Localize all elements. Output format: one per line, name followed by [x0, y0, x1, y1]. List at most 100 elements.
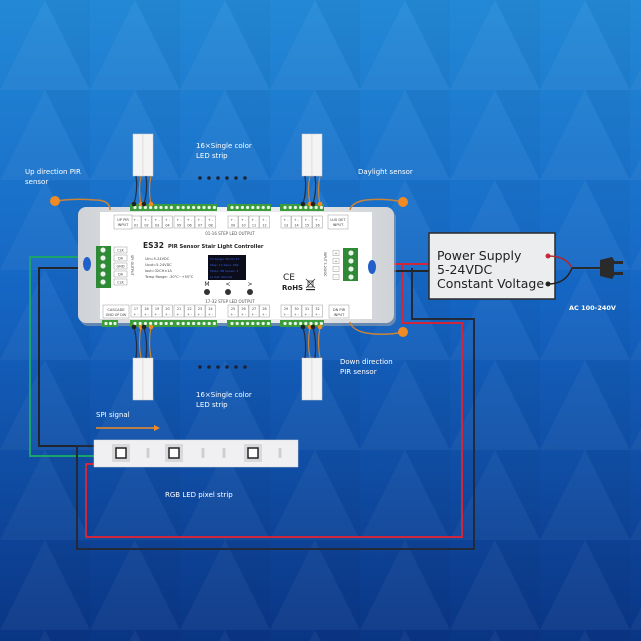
terminal-screw: [149, 205, 153, 210]
bottom-channel-polarity: + -: [133, 313, 139, 317]
power-pin-label: +: [334, 259, 337, 263]
strip-cable: [307, 175, 311, 205]
bottom-channel-box: [184, 304, 195, 318]
terminal-screw: [256, 321, 260, 326]
spec-line-2: Uout=5-24VDC: [145, 263, 172, 267]
top-channel-number: 04: [165, 224, 169, 228]
down-pir-label-2: PIR sensor: [340, 368, 377, 376]
bottom-channel-labels: 17+ -18+ -19+ -20+ -21+ -22+ -23+ -24+ -…: [130, 304, 323, 318]
bottom-channel-box: [227, 304, 239, 318]
dn-pir-input-box: [328, 304, 350, 319]
bottom-channel-number: 24: [208, 307, 212, 311]
up-pir-input-line-2: INPUT: [118, 223, 130, 227]
button-m[interactable]: [204, 289, 210, 295]
top-channel-box: [227, 215, 239, 229]
terminal-screw: [299, 205, 303, 210]
bottom-channel-box: [312, 304, 323, 318]
terminal-screw: [164, 205, 168, 210]
down-pir-label-1: Down direction: [340, 358, 393, 366]
bottom-channel-box: [194, 304, 206, 318]
terminal-screw: [143, 321, 147, 326]
strip-cable: [138, 326, 142, 359]
more-strips-dots-bottom: [198, 365, 247, 369]
power-terminal-screw: [348, 274, 355, 281]
terminal-screw: [283, 205, 287, 210]
cable-end-orange: [317, 324, 323, 330]
bottom-channel-polarity: + -: [304, 313, 310, 317]
top-channel-number: 15: [305, 224, 309, 228]
terminal-screw: [197, 321, 201, 326]
single-color-led-strip: [142, 357, 154, 401]
top-channel-box: [173, 215, 185, 229]
cable-end-black: [131, 201, 137, 207]
strip-cable: [312, 326, 317, 359]
ellipsis-dot: [198, 176, 202, 180]
top-channel-number: 05: [177, 224, 181, 228]
cable-end-black: [300, 201, 306, 207]
bottom-channel-number: 19: [155, 307, 159, 311]
spi-terminal-screw: [99, 246, 106, 253]
top-strip-label-1: 16×Single color: [196, 142, 252, 150]
bottom-channel-box: [141, 304, 152, 318]
bottom-channel-number: 27: [252, 307, 256, 311]
ac-plug-icon: [600, 257, 623, 279]
resistor: [201, 448, 205, 458]
ellipsis-dot: [216, 365, 220, 369]
power-side-label: INPUT 5-24VDC: [323, 252, 327, 277]
top-channel-number: 11: [252, 224, 256, 228]
strip-cable: [143, 175, 148, 205]
bottom-channel-polarity: + -: [176, 313, 182, 317]
ellipsis-dot: [198, 365, 202, 369]
button-prev[interactable]: [225, 289, 231, 295]
strip-cable: [148, 326, 152, 359]
top-channel-number: 16: [315, 224, 319, 228]
bottom-channel-polarity: + -: [283, 313, 289, 317]
cable-end-black: [141, 201, 147, 207]
lux-det-input-line-2: INPUT: [333, 223, 345, 227]
terminal-screw: [230, 205, 234, 210]
terminal-screw: [169, 205, 173, 210]
top-channel-polarity: + -: [294, 218, 300, 222]
bottom-strip-label-1: 16×Single color: [196, 391, 252, 399]
spi-pin-box: [113, 254, 128, 262]
top-channel-box: [194, 215, 206, 229]
terminal-screw: [314, 205, 318, 210]
terminal-screw: [181, 321, 185, 326]
spi-pin-box: [113, 246, 128, 254]
bottom-output-label: 17-32 STEP LED OUTPUT: [205, 299, 255, 304]
terminal-screw: [314, 321, 318, 326]
button-next[interactable]: [247, 289, 253, 295]
bottom-channel-number: 17: [134, 307, 138, 311]
spi-terminal-screw: [99, 254, 106, 261]
ferrite-bead-left: [83, 257, 91, 271]
strip-cable: [307, 326, 311, 359]
power-supply-line-2: 5-24VDC: [437, 262, 493, 277]
strip-cable: [317, 175, 321, 205]
top-channel-polarity: + -: [251, 218, 257, 222]
terminal-screw: [212, 205, 216, 210]
terminal-screw: [240, 205, 244, 210]
button-m-label: M: [204, 281, 209, 288]
top-channel-polarity: + -: [187, 218, 193, 222]
bottom-strip-label-2: LED strip: [196, 401, 228, 409]
top-channel-polarity: + -: [262, 218, 268, 222]
display-line-1: LX Single SPI Ch:32: [210, 257, 239, 261]
spec-line-4: Temp Range: -30°C~+55°C: [144, 275, 194, 279]
top-channel-box: [205, 215, 216, 229]
strip-cable: [312, 175, 317, 205]
bottom-channel-number: 30: [294, 307, 298, 311]
bottom-channel-polarity: + -: [197, 313, 203, 317]
bottom-channel-polarity: + -: [294, 313, 300, 317]
strip-negative-wire: [76, 268, 475, 550]
terminal-screw: [293, 205, 297, 210]
top-channel-number: 08: [208, 224, 212, 228]
bottom-channel-number: 26: [241, 307, 245, 311]
top-channel-box: [151, 215, 163, 229]
power-pin-box: [332, 266, 340, 272]
bottom-channel-number: 22: [187, 307, 191, 311]
ellipsis-dot: [207, 176, 211, 180]
top-channel-number: 01: [134, 224, 138, 228]
bottom-channel-polarity: + -: [230, 313, 236, 317]
top-channel-box: [248, 215, 260, 229]
terminal-screw: [319, 205, 323, 210]
